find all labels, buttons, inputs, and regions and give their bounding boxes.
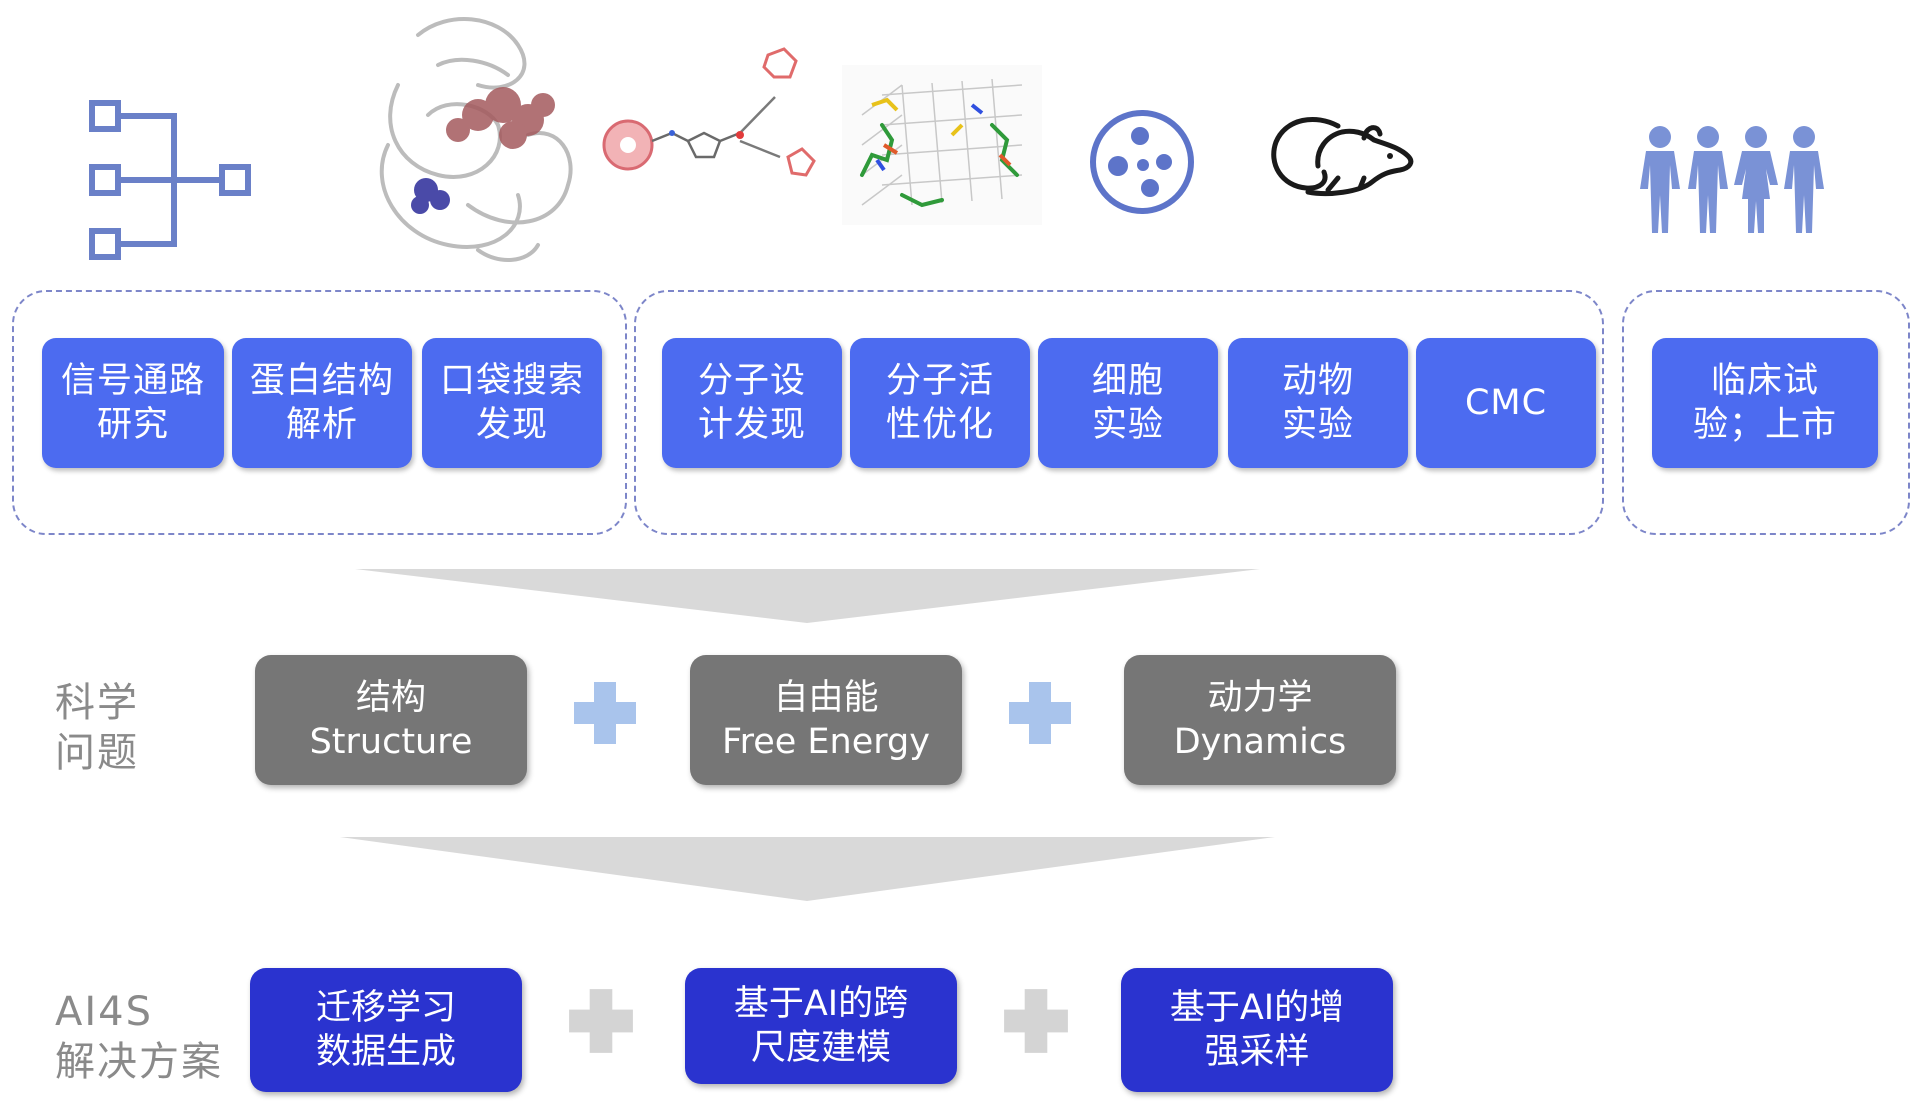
science-dynamics-box: 动力学 Dynamics bbox=[1124, 655, 1396, 785]
molecular-dynamics-image bbox=[842, 65, 1042, 225]
funnel-arrow-top bbox=[355, 569, 1260, 623]
plus-icon bbox=[569, 989, 633, 1053]
stage-cmc: CMC bbox=[1416, 338, 1596, 468]
science-row-label: 科学 问题 bbox=[55, 680, 139, 776]
stage-molecule-design: 分子设 计发现 bbox=[662, 338, 842, 468]
plus-icon bbox=[574, 682, 636, 744]
solution-transfer-learning-box: 迁移学习 数据生成 bbox=[250, 968, 522, 1092]
stage-animal-experiment: 动物 实验 bbox=[1228, 338, 1408, 468]
protein-structure-image bbox=[379, 17, 573, 263]
solution-enhanced-sampling-box: 基于AI的增 强采样 bbox=[1121, 968, 1393, 1092]
stage-clinical-trial: 临床试 验；上市 bbox=[1652, 338, 1878, 468]
stage-cell-experiment: 细胞 实验 bbox=[1038, 338, 1218, 468]
plus-icon bbox=[1009, 682, 1071, 744]
preclinical-group-frame bbox=[634, 290, 1604, 535]
stage-pocket-search: 口袋搜索 发现 bbox=[422, 338, 602, 468]
pathway-tree-icon bbox=[89, 100, 251, 260]
ai4s-row-label: AI4S 解决方案 bbox=[55, 989, 223, 1085]
plus-icon bbox=[1004, 989, 1068, 1053]
funnel-arrow-bottom bbox=[340, 837, 1275, 901]
mouse-icon bbox=[1271, 117, 1414, 197]
stage-activity-optimization: 分子活 性优化 bbox=[850, 338, 1030, 468]
people-icon bbox=[1640, 126, 1824, 233]
stage-signal-pathway: 信号通路 研究 bbox=[42, 338, 224, 468]
clinical-group-frame bbox=[1622, 290, 1910, 535]
discovery-group-frame bbox=[12, 290, 627, 535]
stage-protein-structure: 蛋白结构 解析 bbox=[232, 338, 412, 468]
cell-icon bbox=[1090, 110, 1194, 214]
science-structure-box: 结构 Structure bbox=[255, 655, 527, 785]
science-free-energy-box: 自由能 Free Energy bbox=[690, 655, 962, 785]
solution-cross-scale-box: 基于AI的跨 尺度建模 bbox=[685, 968, 957, 1084]
molecule-design-image bbox=[602, 47, 816, 177]
